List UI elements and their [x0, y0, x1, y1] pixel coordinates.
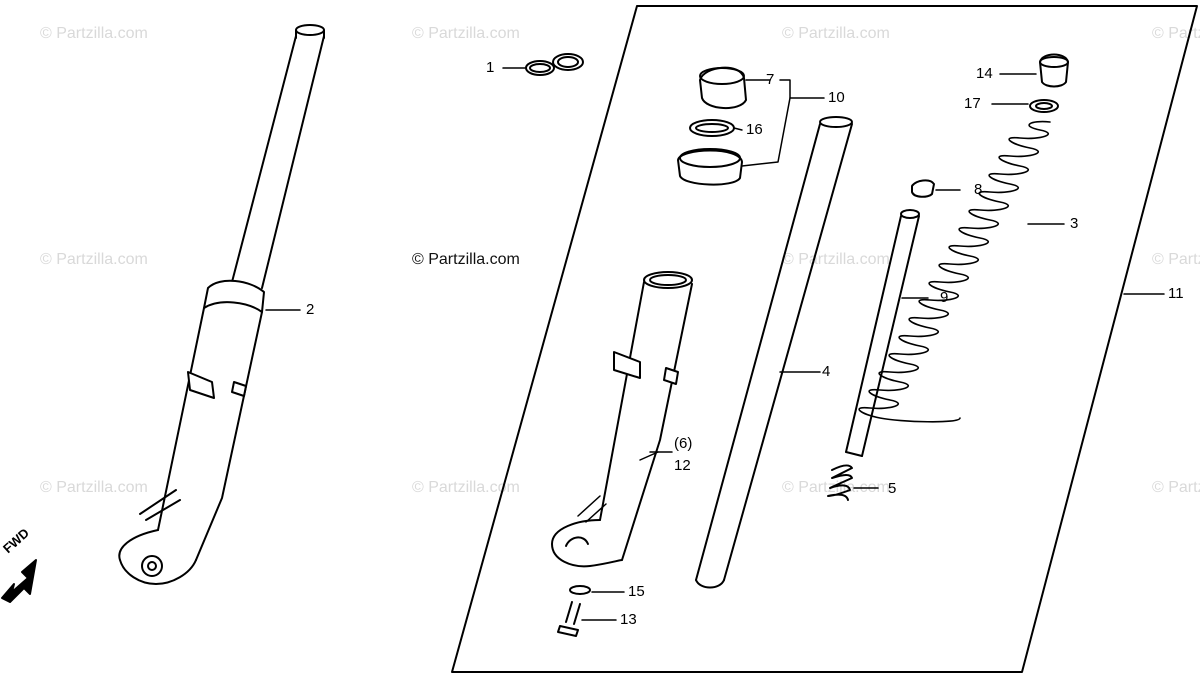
- watermark: © Partzilla.com: [1152, 479, 1200, 496]
- callout-1: 1: [486, 59, 495, 76]
- callout-13: 13: [620, 611, 637, 628]
- callout-14: 14: [976, 65, 993, 82]
- watermark: © Partzilla.com: [40, 479, 148, 496]
- callout-8: 8: [974, 181, 983, 198]
- callout-16: 16: [746, 121, 763, 138]
- callout-3: 3: [1070, 215, 1079, 232]
- piston-ring: [911, 179, 961, 198]
- watermark: © Partzilla.com: [40, 251, 148, 268]
- fwd-arrow: [1, 559, 37, 603]
- watermark: © Partzilla.com: [1152, 251, 1200, 268]
- rebound-spring: [827, 464, 879, 501]
- assembled-fork-leg: [118, 24, 325, 585]
- callout-4: 4: [822, 363, 831, 380]
- dust-seal-group: [677, 66, 825, 186]
- partzilla-watermark: © Partzilla.com: [412, 251, 520, 268]
- fork-spring: [858, 120, 1065, 423]
- callout-5: 5: [888, 480, 897, 497]
- watermark: © Partzilla.com: [412, 25, 520, 42]
- watermark: © Partzilla.com: [782, 251, 890, 268]
- callout-15: 15: [628, 583, 645, 600]
- callout-17: 17: [964, 95, 981, 112]
- callout-9: 9: [940, 289, 949, 306]
- callout-11: 11: [1168, 285, 1184, 302]
- watermark: © Partzilla.com: [40, 25, 148, 42]
- watermark: © Partzilla.com: [782, 479, 890, 496]
- callout-10: 10: [828, 89, 845, 106]
- kit-outline: [451, 5, 1198, 673]
- watermark: © Partzilla.com: [412, 479, 520, 496]
- callout-6: (6): [674, 435, 693, 452]
- callout-12: 12: [674, 457, 691, 474]
- callout-2: 2: [306, 301, 315, 318]
- callout-7: 7: [766, 71, 775, 88]
- outer-slider: [551, 271, 693, 568]
- watermark: © Partzilla.com: [782, 25, 890, 42]
- inner-fork-tube: [695, 116, 853, 589]
- drain-bolt-group: [557, 585, 625, 637]
- cap-bolt-group: [991, 53, 1069, 113]
- seal-pair: [502, 53, 584, 76]
